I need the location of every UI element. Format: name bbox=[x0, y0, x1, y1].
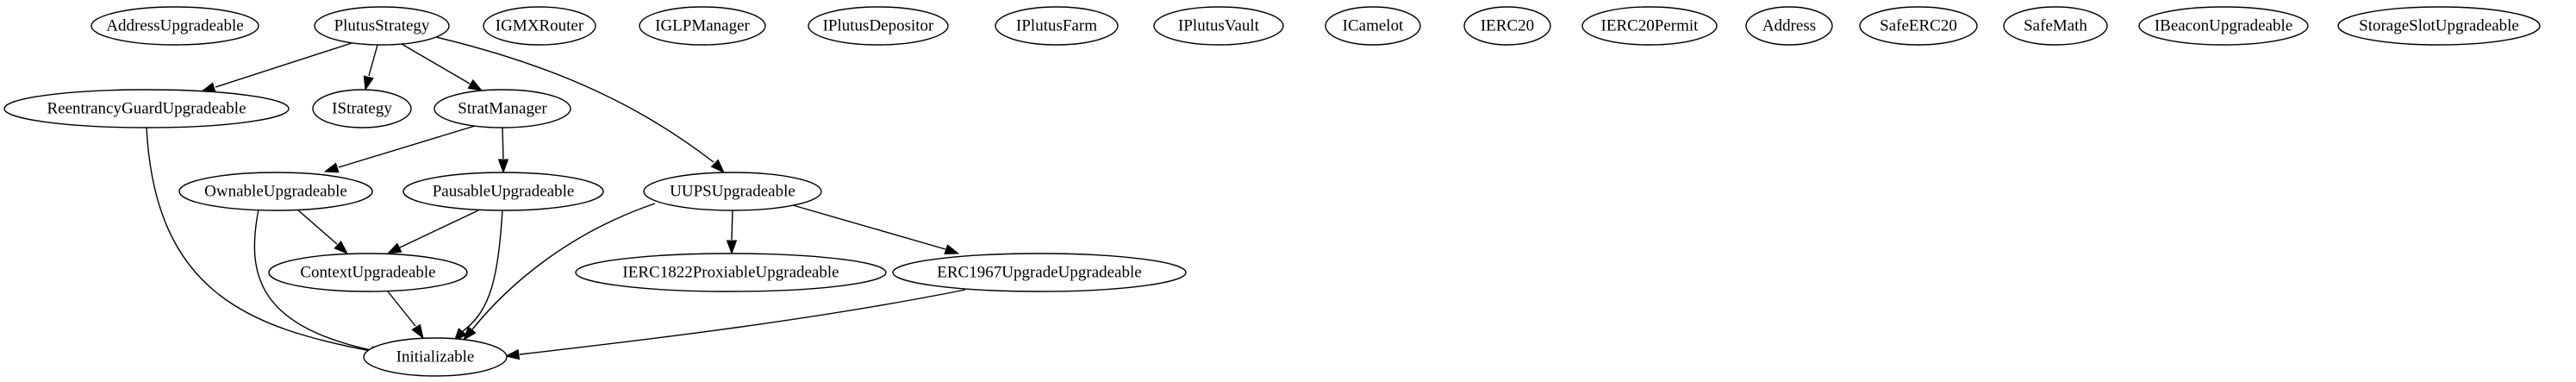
node-label-addressupgradeable: AddressUpgradeable bbox=[106, 17, 243, 35]
node-label-ierc20permit: IERC20Permit bbox=[1601, 17, 1700, 35]
node-safemath: SafeMath bbox=[2003, 6, 2108, 46]
node-label-uupsupgradeable: UUPSUpgradeable bbox=[670, 183, 795, 201]
edge-stratmanager-to-ownableupgradeable bbox=[323, 125, 476, 173]
edge-line bbox=[338, 125, 476, 168]
edge-ownableupgradeable-to-contextupgradeable bbox=[296, 209, 349, 254]
edge-plutusstrategy-to-uupsupgradeable bbox=[435, 36, 726, 174]
edge-line bbox=[368, 44, 378, 77]
edge-arrowhead bbox=[386, 242, 402, 254]
node-iplutusvault: IPlutusVault bbox=[1153, 6, 1284, 46]
node-label-igmxrouter: IGMXRouter bbox=[496, 17, 584, 35]
node-igmxrouter: IGMXRouter bbox=[483, 6, 596, 46]
node-iglpmanager: IGLPManager bbox=[639, 6, 766, 46]
node-reentrancyguardupgradeable: ReentrancyGuardUpgradeable bbox=[3, 89, 290, 128]
node-plutusstrategy: PlutusStrategy bbox=[314, 6, 450, 46]
node-ierc20permit: IERC20Permit bbox=[1581, 6, 1718, 46]
node-label-ierc20: IERC20 bbox=[1481, 17, 1534, 35]
node-istrategy: IStrategy bbox=[312, 89, 412, 128]
edge-pausableupgradeable-to-contextupgradeable bbox=[386, 210, 479, 254]
node-address: Address bbox=[1745, 6, 1833, 46]
node-uupsupgradeable: UUPSUpgradeable bbox=[643, 172, 822, 211]
edge-arrowhead bbox=[504, 348, 521, 360]
node-iplutusdepositor: IPlutusDepositor bbox=[808, 6, 949, 46]
node-pausableupgradeable: PausableUpgradeable bbox=[402, 172, 604, 211]
node-stratmanager: StratManager bbox=[433, 89, 571, 128]
edge-uupsupgradeable-to-erc1967upgradeupgradeable bbox=[792, 204, 960, 254]
edge-plutusstrategy-to-stratmanager bbox=[401, 43, 483, 91]
edge-uupsupgradeable-to-ierc1822proxiableupgradeable bbox=[726, 210, 738, 255]
node-ierc1822proxiableupgradeable: IERC1822ProxiableUpgradeable bbox=[575, 253, 887, 292]
edge-plutusstrategy-to-istrategy bbox=[363, 44, 378, 91]
node-label-safeerc20: SafeERC20 bbox=[1880, 17, 1957, 35]
edges bbox=[146, 36, 966, 360]
node-label-istrategy: IStrategy bbox=[332, 100, 392, 118]
edge-erc1967upgradeupgradeable-to-initializable bbox=[504, 289, 966, 360]
node-label-pausableupgradeable: PausableUpgradeable bbox=[433, 183, 575, 201]
node-label-iplutusvault: IPlutusVault bbox=[1178, 17, 1260, 35]
node-initializable: Initializable bbox=[363, 337, 508, 377]
edge-line bbox=[146, 127, 371, 352]
edge-line bbox=[502, 127, 504, 160]
node-storageslotupgradeable: StorageSlotUpgradeable bbox=[2337, 6, 2541, 46]
node-ibeaconupgradeable: IBeaconUpgradeable bbox=[2138, 6, 2309, 46]
node-label-ibeaconupgradeable: IBeaconUpgradeable bbox=[2155, 17, 2292, 35]
edge-arrowhead bbox=[726, 240, 738, 255]
nodes: AddressUpgradeable PlutusStrategy IGMXRo… bbox=[3, 6, 2541, 377]
node-label-reentrancyguardupgradeable: ReentrancyGuardUpgradeable bbox=[47, 100, 246, 118]
edge-stratmanager-to-pausableupgradeable bbox=[497, 127, 509, 174]
node-label-icamelot: ICamelot bbox=[1343, 17, 1404, 35]
edge-uupsupgradeable-to-initializable bbox=[463, 203, 656, 341]
node-ownableupgradeable: OwnableUpgradeable bbox=[178, 172, 373, 211]
edge-line bbox=[401, 43, 471, 85]
edge-line bbox=[215, 42, 352, 88]
node-label-erc1967upgradeupgradeable: ERC1967UpgradeUpgradeable bbox=[937, 264, 1141, 282]
node-icamelot: ICamelot bbox=[1325, 6, 1421, 46]
edge-line bbox=[296, 209, 338, 245]
edge-arrowhead bbox=[411, 323, 424, 340]
node-iplutusfarm: IPlutusFarm bbox=[995, 6, 1119, 46]
node-addressupgradeable: AddressUpgradeable bbox=[90, 6, 259, 46]
edge-pausableupgradeable-to-initializable bbox=[453, 210, 503, 343]
edge-contextupgradeable-to-initializable bbox=[387, 291, 424, 340]
node-label-iglpmanager: IGLPManager bbox=[655, 17, 750, 35]
node-label-ownableupgradeable: OwnableUpgradeable bbox=[204, 183, 347, 201]
node-label-initializable: Initializable bbox=[396, 348, 475, 366]
node-label-stratmanager: StratManager bbox=[458, 100, 547, 118]
edge-line bbox=[731, 210, 733, 241]
edge-line bbox=[435, 36, 714, 163]
node-label-address: Address bbox=[1762, 17, 1816, 35]
edge-reentrancyguardupgradeable-to-initializable bbox=[146, 127, 386, 357]
node-erc1967upgradeupgradeable: ERC1967UpgradeUpgradeable bbox=[892, 253, 1187, 292]
node-label-contextupgradeable: ContextUpgradeable bbox=[300, 264, 435, 282]
node-safeerc20: SafeERC20 bbox=[1859, 6, 1978, 46]
edge-line bbox=[387, 291, 416, 327]
edge-line bbox=[471, 203, 656, 330]
edge-arrowhead bbox=[944, 244, 960, 254]
edge-line bbox=[399, 210, 479, 248]
edge-arrowhead bbox=[323, 162, 340, 173]
edge-line bbox=[792, 204, 946, 250]
edge-arrowhead bbox=[710, 159, 726, 174]
node-label-ierc1822proxiableupgradeable: IERC1822ProxiableUpgradeable bbox=[622, 264, 839, 282]
edge-line bbox=[253, 209, 380, 353]
edge-arrowhead bbox=[363, 75, 374, 91]
edge-plutusstrategy-to-reentrancyguardupgradeable bbox=[200, 42, 352, 93]
edge-line bbox=[519, 289, 966, 355]
edge-arrowhead bbox=[497, 159, 509, 174]
edge-arrowhead bbox=[463, 326, 477, 341]
edge-arrowhead bbox=[467, 78, 483, 91]
node-label-storageslotupgradeable: StorageSlotUpgradeable bbox=[2359, 17, 2519, 35]
node-contextupgradeable: ContextUpgradeable bbox=[268, 253, 468, 292]
edge-arrowhead bbox=[334, 240, 349, 254]
node-label-plutusstrategy: PlutusStrategy bbox=[334, 17, 430, 35]
node-label-iplutusfarm: IPlutusFarm bbox=[1016, 17, 1097, 35]
node-label-iplutusdepositor: IPlutusDepositor bbox=[823, 17, 934, 35]
node-label-safemath: SafeMath bbox=[2024, 17, 2087, 35]
node-ierc20: IERC20 bbox=[1463, 6, 1551, 46]
edge-arrowhead bbox=[453, 328, 467, 343]
edge-line bbox=[462, 210, 503, 332]
